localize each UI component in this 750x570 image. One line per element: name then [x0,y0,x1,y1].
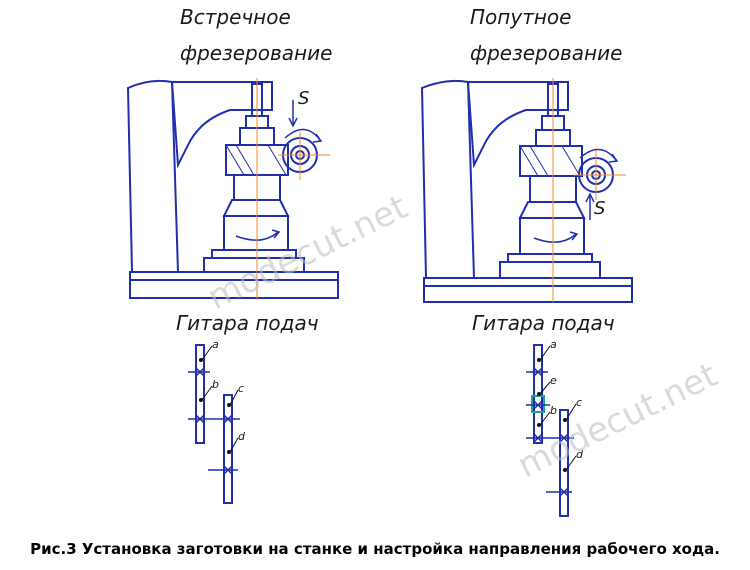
figure-caption: Рис.3 Установка заготовки на станке и на… [30,540,720,558]
left-gear-b: b [212,378,219,391]
right-title-line2: фрезерование [470,41,622,65]
right-title-line1: Попутное [470,5,571,29]
left-feed-label: S [298,88,309,109]
right-gear-e: e [550,374,557,387]
left-gear-a: a [212,338,219,351]
right-machine [420,79,633,303]
left-gear-train: a b c d [188,338,246,504]
right-gear-bar-1 [533,344,543,444]
left-column [126,79,180,273]
right-feed-label: S [594,198,605,219]
left-title-line2: фрезерование [180,41,332,65]
right-guitar-label: Гитара подач [472,311,615,335]
right-fixture-base [499,261,601,279]
left-gear-bar-1 [195,344,205,444]
left-title-line1: Встречное [180,5,291,29]
right-gear-bar-2 [559,409,569,517]
right-table-base [423,277,633,303]
right-gear-a: a [550,338,557,351]
right-gear-b: b [550,404,557,417]
right-gear-c: c [576,396,582,409]
left-gear-d: d [238,430,246,443]
left-guitar-label: Гитара подач [176,311,319,335]
left-gear-c: c [238,382,244,395]
right-gear-train: a e b c d [526,338,584,517]
left-centerlines [256,78,330,300]
right-gear-d: d [576,448,584,461]
right-centerlines [552,78,626,302]
right-column [420,79,476,279]
left-gear-bar-2 [223,394,233,504]
right-idler-gear-e [531,395,545,413]
